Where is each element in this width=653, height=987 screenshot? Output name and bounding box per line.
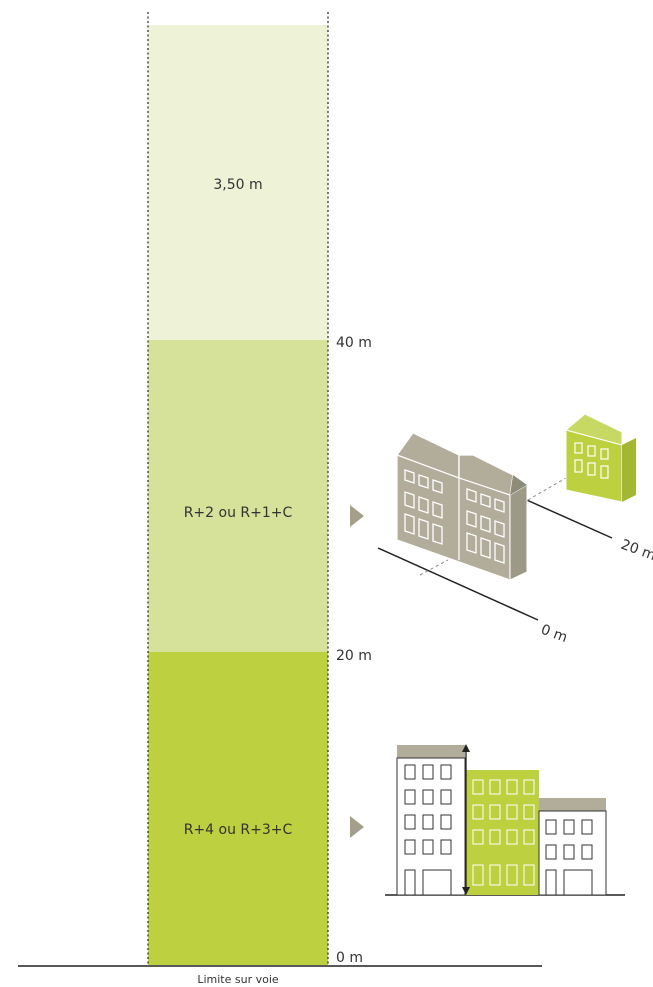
zone-band-far: [148, 25, 328, 340]
distance-mark-20: 20 m: [336, 648, 372, 664]
height-arrow-icon: [462, 744, 470, 895]
building-perspective-icon: 0 m 20 m: [377, 413, 653, 646]
perspective-mark-far: 20 m: [619, 537, 653, 564]
zone-band-middle: [148, 340, 328, 652]
zone-label-far: 3,50 m: [213, 177, 262, 193]
distance-mark-0: 0 m: [336, 950, 363, 966]
limit-label: Limite sur voie: [197, 973, 279, 986]
zone-band-near: [148, 652, 328, 965]
zone-arrow-icon: [350, 505, 364, 527]
zone-label-near: R+4 ou R+3+C: [184, 822, 293, 838]
distance-mark-40: 40 m: [336, 335, 372, 351]
perspective-mark-near: 0 m: [539, 622, 570, 646]
building-facade-icon: [385, 744, 625, 896]
zone-label-middle: R+2 ou R+1+C: [184, 505, 293, 521]
zone-arrow-icon: [350, 816, 364, 838]
